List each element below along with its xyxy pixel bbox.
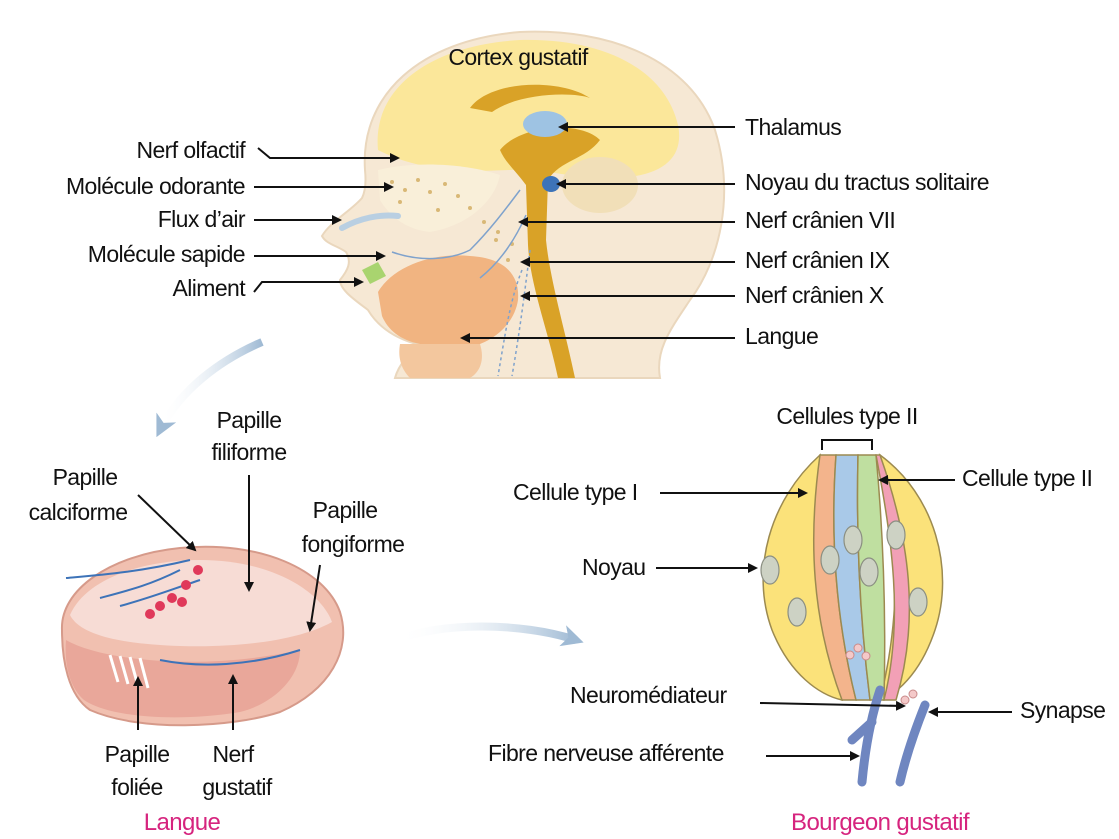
thalamus-label: Thalamus [745, 114, 841, 140]
nerf-vii-label: Nerf crânien VII [745, 207, 895, 233]
nerf-olfactif-label: Nerf olfactif [136, 137, 246, 163]
papille-calciforme-label-2: calciforme [29, 499, 128, 525]
molecule-odorante-label: Molécule odorante [66, 173, 245, 199]
thalamus [523, 111, 567, 137]
cortex-gustatif-label: Cortex gustatif [448, 44, 588, 70]
cellules-type-ii-bracket [822, 440, 872, 450]
nerf-gustatif-label-2: gustatif [202, 774, 273, 800]
papille-foliee-label-2: foliée [111, 774, 162, 800]
papille-fongiforme-label-2: fongiforme [302, 531, 405, 557]
papille-filiforme-label-1: Papille [217, 407, 282, 433]
fibre-label: Fibre nerveuse afférente [488, 740, 724, 766]
cellule-type-i-label: Cellule type I [513, 479, 638, 505]
papille-calciforme-label-1: Papille [53, 464, 118, 490]
solitary-nucleus [542, 176, 560, 192]
papille-filiforme-label-2: filiforme [211, 439, 286, 465]
flux-air-label: Flux d’air [158, 206, 246, 232]
cellules-type-ii-label: Cellules type II [776, 403, 917, 429]
afferent-fibres [852, 690, 925, 782]
papille-fongiforme-label-1: Papille [313, 497, 378, 523]
neuromediateur-label: Neuromédiateur [570, 682, 727, 708]
nerf-x-label: Nerf crânien X [745, 282, 884, 308]
synapse-label: Synapse [1020, 697, 1105, 723]
nerf-ix-label: Nerf crânien IX [745, 247, 890, 273]
noyau-tractus-label: Noyau du tractus solitaire [745, 169, 989, 195]
lower-jaw [399, 344, 482, 378]
langue-caption: Langue [144, 809, 221, 836]
cellule-type-ii-label: Cellule type II [962, 465, 1092, 491]
bourgeon-caption: Bourgeon gustatif [791, 809, 970, 836]
flow-arrow-tongue-to-bud [398, 627, 576, 641]
noyau-label: Noyau [582, 554, 646, 580]
aliment-label: Aliment [173, 275, 247, 301]
head-illustration [322, 32, 724, 378]
taste-bud-illustration [761, 440, 943, 782]
molecule-sapide-label: Molécule sapide [88, 241, 245, 267]
tongue-illustration [62, 547, 343, 726]
nerf-gustatif-label-1: Nerf [212, 741, 254, 767]
neuromediateur-arrow [760, 703, 904, 706]
papille-calciforme-arrow [138, 495, 195, 550]
papille-foliee-label-1: Papille [105, 741, 170, 767]
langue-head-label: Langue [745, 323, 818, 349]
